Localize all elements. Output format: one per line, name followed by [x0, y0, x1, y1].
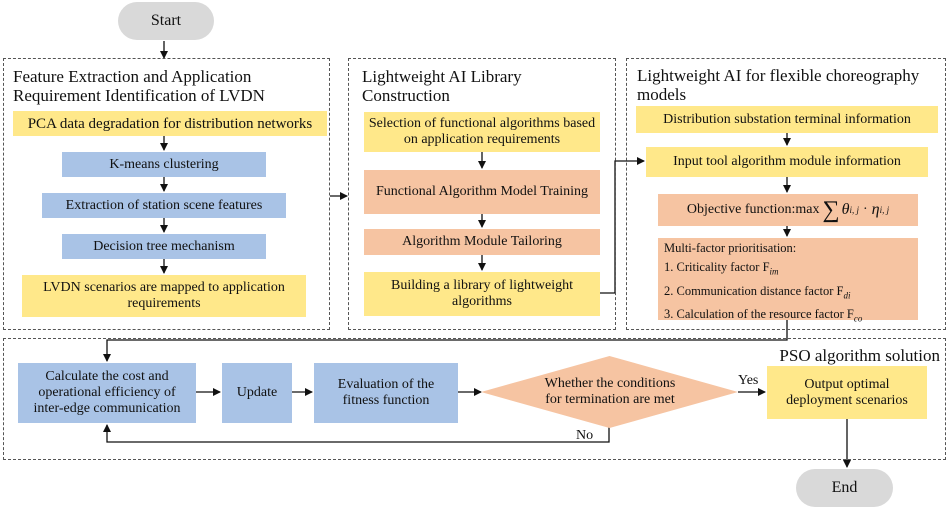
- step-calc-cost: Calculate the cost and operational effic…: [18, 363, 196, 423]
- start-node: Start: [118, 2, 214, 40]
- step-model-training: Functional Algorithm Model Training: [364, 170, 600, 214]
- end-node: End: [796, 469, 893, 507]
- step-build-library: Building a library of lightweight algori…: [364, 272, 600, 316]
- decision-diamond: [481, 356, 738, 428]
- step-update: Update: [222, 363, 292, 423]
- dot-operator: ·: [862, 202, 868, 217]
- eta-symbol: η: [871, 201, 880, 218]
- sum-symbol: ∑: [822, 197, 840, 223]
- section-pso: [3, 338, 946, 460]
- section-library-construction: [348, 58, 616, 330]
- decision-label: Whether the conditions for termination a…: [544, 376, 676, 407]
- objective-label: Objective function:max: [686, 202, 820, 217]
- section-choreography: [626, 58, 946, 330]
- pso-title: PSO algorithm solution: [779, 346, 940, 365]
- multifactor-box: Multi-factor prioritisation: 1. Critical…: [658, 238, 918, 324]
- start-label: Start: [150, 12, 182, 29]
- label-yes: Yes: [738, 373, 759, 388]
- factor-resource: 3. Calculation of the resource factor Fc…: [664, 307, 863, 324]
- step-pca: PCA data degradation for distribution ne…: [13, 111, 327, 136]
- section2-title: Lightweight AI Library Construction: [362, 67, 522, 105]
- step-lvdn-mapping: LVDN scenarios are mapped to application…: [22, 275, 306, 317]
- step-tailoring: Algorithm Module Tailoring: [364, 229, 600, 255]
- step-kmeans: K-means clustering: [62, 152, 266, 177]
- step-decision-tree: Decision tree mechanism: [62, 234, 266, 259]
- step-extraction: Extraction of station scene features: [42, 193, 286, 218]
- factor-distance: 2. Communication distance factor Fdi: [664, 283, 851, 301]
- theta-symbol: θ: [841, 201, 850, 218]
- factor-criticality: 1. Criticality factor Fim: [664, 260, 779, 277]
- section1-title: Feature Extraction and Application Requi…: [13, 67, 265, 105]
- step-input-module: Input tool algorithm module information: [646, 147, 928, 177]
- arrow-no-loop: [103, 423, 610, 443]
- end-label: End: [831, 479, 858, 496]
- section-feature-extraction: [3, 58, 330, 330]
- step-substation-info: Distribution substation terminal informa…: [636, 106, 938, 133]
- section3-title: Lightweight AI for flexible choreography…: [637, 66, 920, 104]
- arrow-s3-pso: [103, 320, 788, 362]
- step-output: Output optimal deployment scenarios: [767, 366, 927, 419]
- label-no: No: [576, 428, 594, 443]
- step-evaluation: Evaluation of the fitness function: [314, 363, 458, 423]
- multifactor-heading: Multi-factor prioritisation:: [664, 241, 797, 255]
- step-selection: Selection of functional algorithms based…: [364, 112, 600, 152]
